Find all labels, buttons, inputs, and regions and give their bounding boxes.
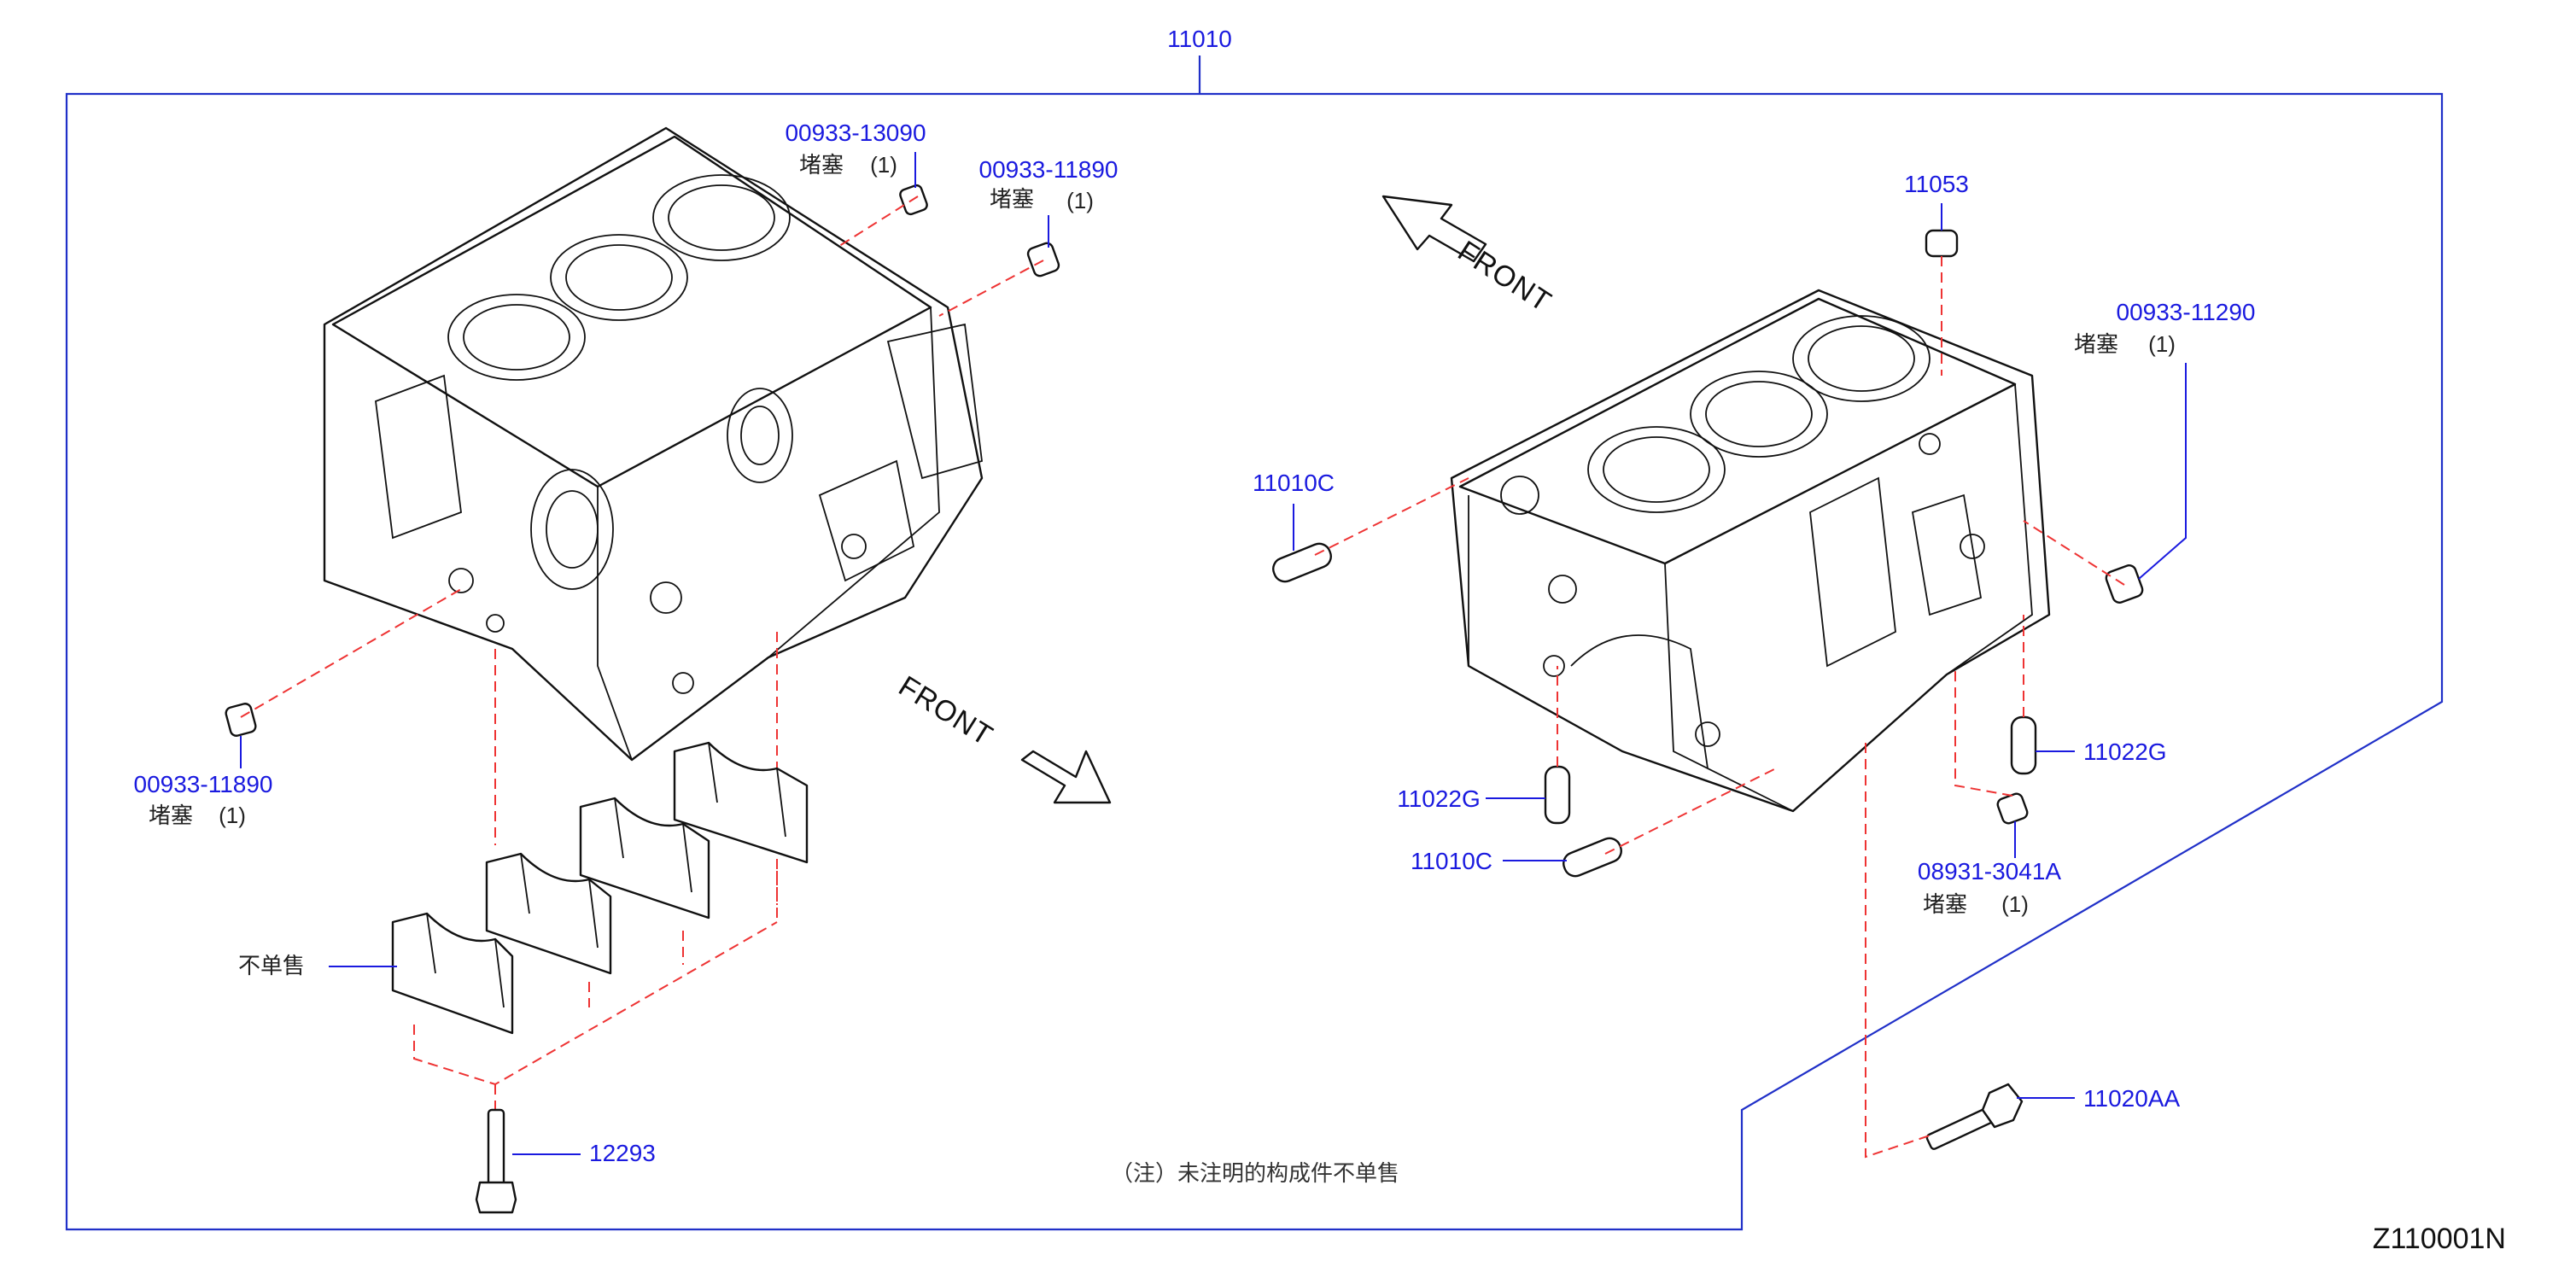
plug-11053-part bbox=[1925, 229, 1959, 258]
svg-text:08931-3041A: 08931-3041A bbox=[1918, 858, 2061, 885]
svg-text:堵塞: 堵塞 bbox=[149, 803, 193, 829]
svg-text:堵塞: 堵塞 bbox=[990, 187, 1034, 213]
svg-text:11053: 11053 bbox=[1904, 171, 1969, 197]
svg-text:FRONT: FRONT bbox=[893, 670, 999, 753]
dowel-11022g-right-part bbox=[2010, 715, 2037, 775]
plug-3041a-part bbox=[1996, 792, 2029, 825]
cylinder-block-right bbox=[1450, 289, 2051, 813]
svg-text:00933-11890: 00933-11890 bbox=[979, 156, 1119, 183]
front-arrow-right: FRONT bbox=[1381, 195, 1557, 318]
svg-text:00933-13090: 00933-13090 bbox=[785, 120, 926, 146]
bearing-cap-3 bbox=[579, 797, 710, 920]
callout-plug-top-right[interactable]: 00933-11890 堵塞 (1) bbox=[979, 156, 1119, 213]
callout-plug-11290[interactable]: 00933-11290 堵塞 (1) bbox=[2074, 299, 2255, 358]
plug-top-right-part bbox=[1026, 242, 1060, 277]
svg-text:(1): (1) bbox=[219, 803, 246, 828]
bolt-11020aa-part bbox=[1925, 1083, 2024, 1150]
svg-text:(1): (1) bbox=[870, 152, 897, 178]
callout-plug-11053[interactable]: 11053 bbox=[1904, 171, 1969, 197]
svg-text:(1): (1) bbox=[2001, 891, 2029, 917]
svg-text:00933-11290: 00933-11290 bbox=[2117, 299, 2256, 325]
svg-text:(1): (1) bbox=[2148, 331, 2176, 357]
svg-text:12293: 12293 bbox=[589, 1140, 656, 1166]
assembly-number[interactable]: 11010 bbox=[1167, 26, 1232, 52]
cylinder-block-left bbox=[323, 126, 984, 762]
svg-text:11022G: 11022G bbox=[2083, 739, 2167, 765]
svg-text:(1): (1) bbox=[1066, 188, 1094, 213]
svg-text:11022G: 11022G bbox=[1397, 785, 1481, 812]
dowel-11010c-lower-part bbox=[1563, 837, 1622, 878]
front-arrow-left: FRONT bbox=[893, 670, 1112, 804]
callout-dowel-11010c-upper[interactable]: 11010C bbox=[1253, 470, 1335, 496]
callout-dowel-11022g-right[interactable]: 11022G bbox=[2083, 739, 2167, 765]
callout-dowel-11022g-left[interactable]: 11022G bbox=[1397, 785, 1481, 812]
callout-bolt-11020aa[interactable]: 11020AA bbox=[2083, 1085, 2180, 1112]
bolt-12293-part bbox=[475, 1108, 517, 1214]
not-sold-label: 不单售 bbox=[238, 954, 305, 979]
bearing-cap-2 bbox=[485, 852, 612, 975]
callout-plug-left[interactable]: 00933-11890 堵塞 (1) bbox=[134, 771, 273, 829]
svg-text:堵塞: 堵塞 bbox=[799, 153, 844, 178]
svg-text:堵塞: 堵塞 bbox=[1923, 892, 1967, 918]
figure-code: Z110001N bbox=[2373, 1223, 2506, 1255]
svg-text:11020AA: 11020AA bbox=[2083, 1085, 2180, 1112]
bearing-cap-1 bbox=[391, 912, 514, 1035]
svg-text:00933-11890: 00933-11890 bbox=[134, 771, 273, 797]
svg-text:堵塞: 堵塞 bbox=[2074, 332, 2118, 358]
bearing-cap-4 bbox=[673, 741, 809, 864]
assembly-frame bbox=[65, 92, 2444, 1231]
svg-text:FRONT: FRONT bbox=[1452, 235, 1557, 318]
dowel-11022g-left-part bbox=[1544, 765, 1571, 825]
footnote: （注）未注明的构成件不单售 bbox=[1111, 1161, 1399, 1187]
callout-plug-3041a[interactable]: 08931-3041A 堵塞 (1) bbox=[1918, 858, 2061, 918]
dowel-11010c-upper-part bbox=[1272, 542, 1332, 583]
svg-text:11010C: 11010C bbox=[1253, 470, 1335, 496]
plug-left-part bbox=[225, 703, 257, 737]
svg-text:11010C: 11010C bbox=[1411, 848, 1492, 874]
callout-bolt-12293[interactable]: 12293 bbox=[589, 1140, 656, 1166]
callout-dowel-11010c-lower[interactable]: 11010C bbox=[1411, 848, 1492, 874]
callout-plug-top[interactable]: 00933-13090 堵塞 (1) bbox=[785, 120, 926, 178]
